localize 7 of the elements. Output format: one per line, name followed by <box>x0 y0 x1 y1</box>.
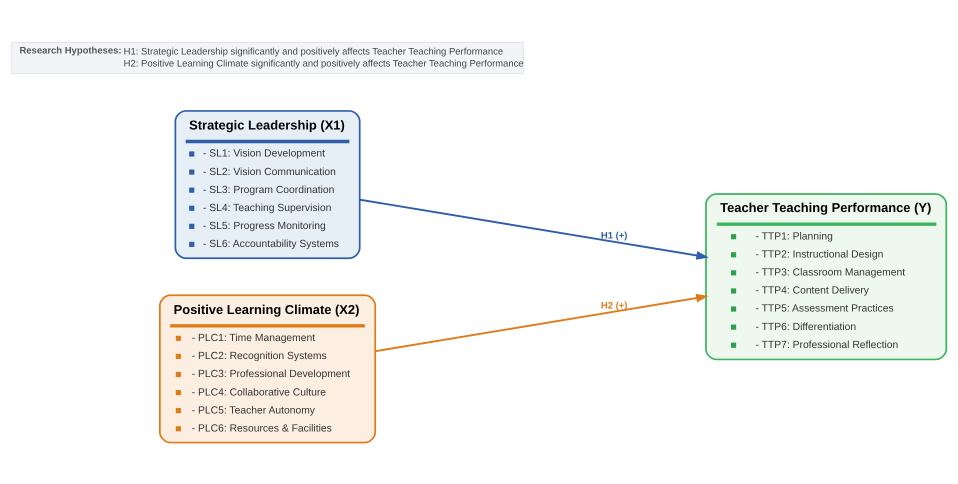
edge-label: H1 (+) <box>600 230 628 242</box>
node-box: Research Hypotheses: H1: Strategic Leadership significantly and positively affects Teacher Teaching Performance H2: Positive Learning Climate significantly and positively affects Teacher Teaching Performance <box>11 42 524 74</box>
node-box: Strategic Leadership (X1) - SL1: Vision Development - SL2: Vision Communication - SL3: Program Coordination - SL4: Teaching Supervision - SL5: Progress Monitoring - SL6: Accountability Systems <box>174 110 361 259</box>
arrow <box>360 198 709 260</box>
node-box: Teacher Teaching Performance (Y) - TTP1: Planning - TTP2: Instructional Design - TTP3: Classroom Management - TTP4: Content Delivery - TTP5: Assessment Practices - TTP6: Differentiation - TTP7: Professional Reflection <box>705 192 948 360</box>
node-box: Positive Learning Climate (X2) - PLC1: Time Management - PLC2: Recognition Systems - PLC3: Professional Development - PLC4: Collaborative Culture - PLC5: Teacher Autonomy - PLC6: Resources & Facilities <box>159 294 376 443</box>
arrow <box>375 293 709 352</box>
